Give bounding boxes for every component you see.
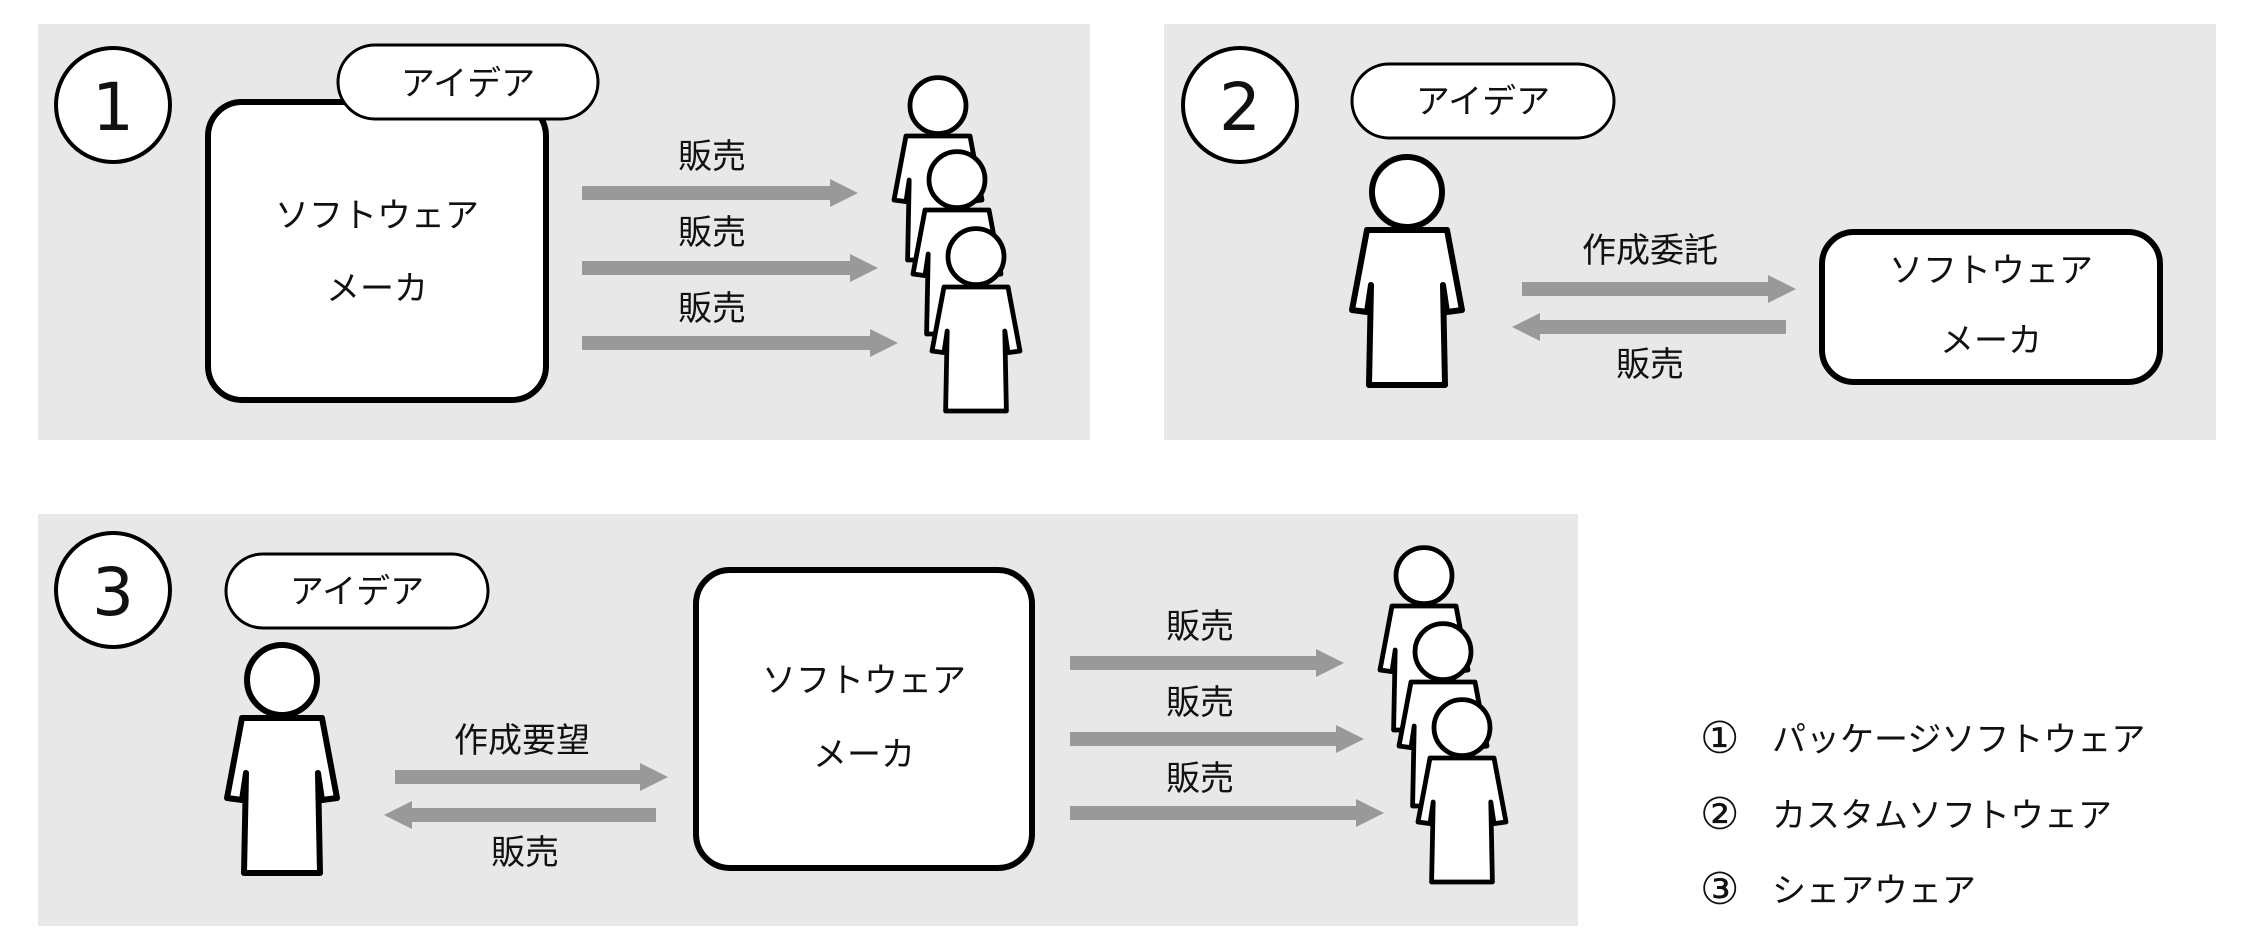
panel-1-idea-bubble	[336, 43, 600, 121]
panel-3-sale-arrow-1	[1070, 649, 1344, 677]
panel-3-sale-arrow-2	[1070, 725, 1364, 753]
panel-3-maker-line1: ソフトウェア	[762, 661, 966, 701]
legend: ① パッケージソフトウェア ② カスタムソフトウェア ③ シェアウェア	[1700, 713, 2145, 915]
panel-3-maker-box	[693, 567, 1035, 871]
panel-1-sale-label-2: 販売	[678, 213, 746, 253]
panel-3-request-arrow	[395, 763, 668, 791]
panel-2-number: 2	[1219, 69, 1261, 146]
panel-2-commission-arrow	[1522, 275, 1796, 303]
panel-1-maker-box	[205, 99, 549, 403]
panel-2-number-badge	[1181, 46, 1299, 164]
panel-1-maker-line2: メーカ	[326, 269, 428, 309]
panel-1-sale-arrow-3	[582, 329, 898, 357]
panel-1-idea-label: アイデア	[401, 64, 535, 104]
panel-3-sale-arrow-3	[1070, 799, 1384, 827]
panel-1-sale-arrow-1	[582, 179, 858, 207]
legend-mark-2: ②	[1700, 789, 1739, 840]
panel-3-sale-back-arrow	[384, 801, 656, 829]
panel-1-number: 1	[92, 69, 134, 146]
panel-3-sale-label-3: 販売	[1166, 759, 1234, 799]
panel-2-sale-arrow	[1512, 313, 1786, 341]
panel-1-sale-label-3: 販売	[678, 289, 746, 329]
legend-label-3: シェアウェア	[1772, 871, 1976, 911]
panel-2: 2 アイデア 作成委託 販売 ソフトウェア メーカ	[1164, 24, 2216, 440]
panel-3-number: 3	[92, 554, 134, 631]
panel-3-maker-line2: メーカ	[813, 735, 915, 775]
panel-3-idea-bubble	[224, 552, 490, 630]
panel-2-sale-label: 販売	[1616, 345, 1684, 385]
panel-1: 1 ソフトウェア メーカ アイデア 販売 販売 販売	[38, 24, 1090, 440]
panel-3-number-badge	[54, 531, 172, 649]
panel-1-sale-arrow-2	[582, 254, 878, 282]
panel-2-maker-line1: ソフトウェア	[1889, 251, 2093, 291]
legend-mark-3: ③	[1700, 864, 1739, 915]
panel-2-commission-label: 作成委託	[1582, 231, 1718, 271]
legend-label-2: カスタムソフトウェア	[1772, 796, 2112, 836]
panel-3-sale-back-label: 販売	[491, 833, 559, 873]
panel-3: 3 アイデア 作成要望 販売 ソフトウェア メーカ 販売 販売 販売	[38, 514, 1578, 926]
panel-3-idea-label: アイデア	[290, 572, 424, 612]
panel-1-maker-line1: ソフトウェア	[275, 196, 479, 236]
panel-1-number-badge	[54, 46, 172, 164]
legend-label-1: パッケージソフトウェア	[1772, 720, 2145, 760]
panel-3-sale-label-2: 販売	[1166, 683, 1234, 723]
panel-2-idea-bubble	[1350, 62, 1616, 140]
panel-2-idea-label: アイデア	[1416, 82, 1550, 122]
panel-1-sale-label-1: 販売	[678, 137, 746, 177]
panel-3-request-label: 作成要望	[454, 721, 590, 761]
panel-2-maker-line2: メーカ	[1940, 321, 2042, 361]
legend-mark-1: ①	[1700, 713, 1739, 764]
panel-3-sale-label-1: 販売	[1166, 607, 1234, 647]
panel-2-maker-box	[1819, 229, 2163, 385]
